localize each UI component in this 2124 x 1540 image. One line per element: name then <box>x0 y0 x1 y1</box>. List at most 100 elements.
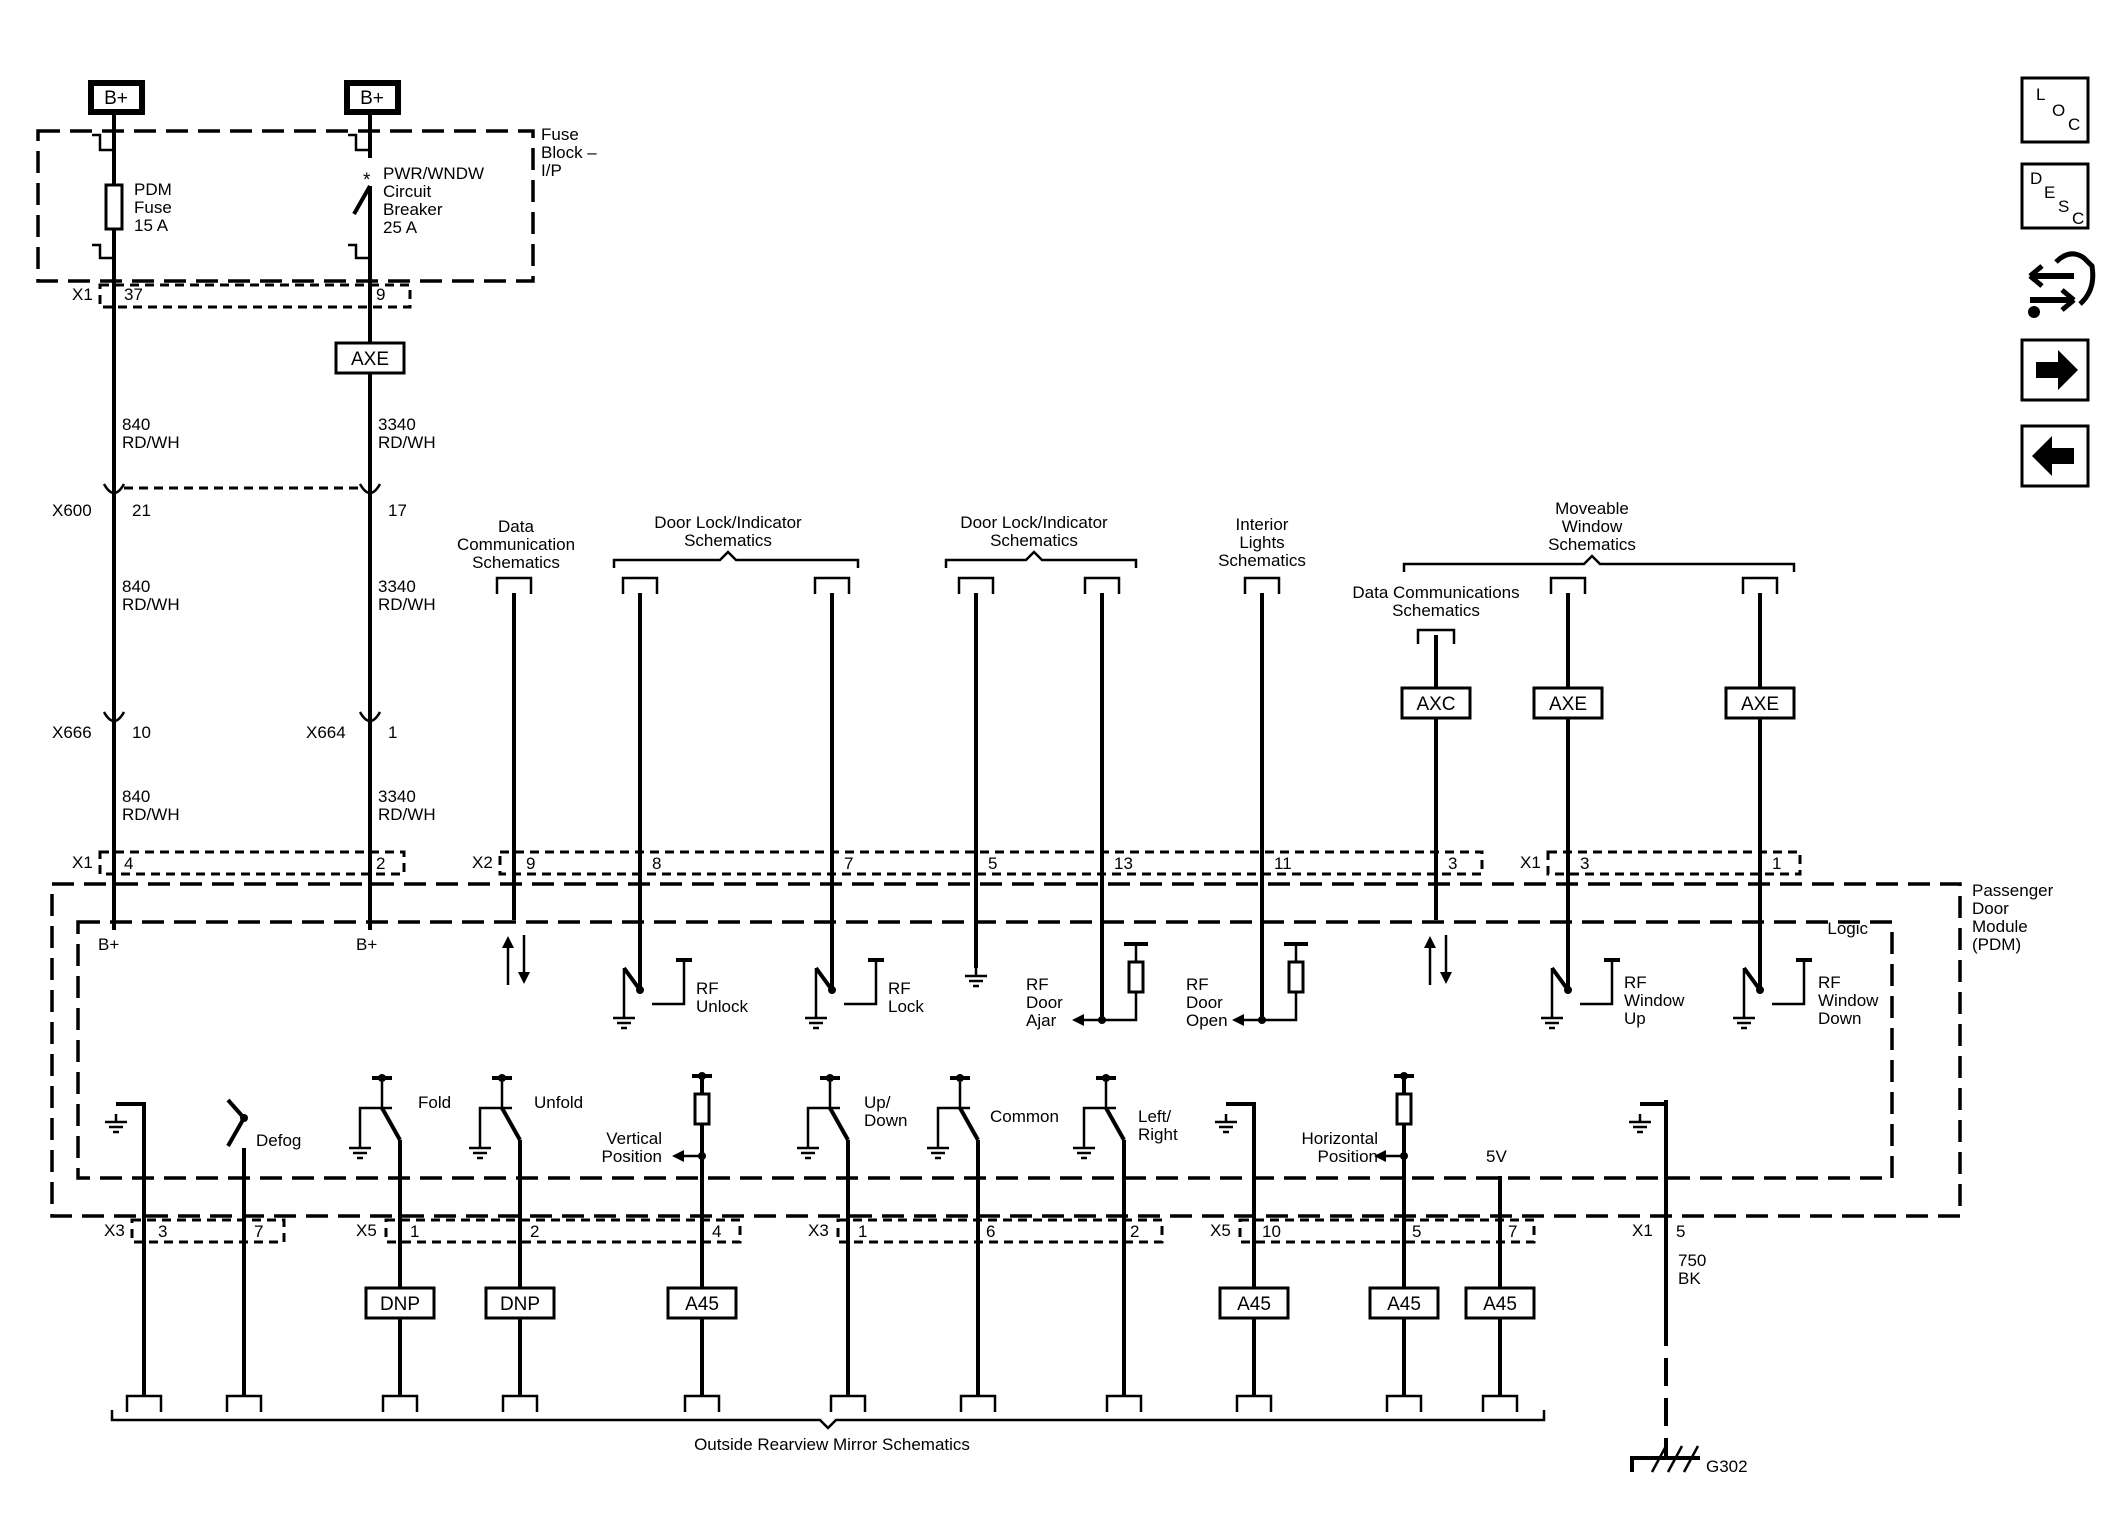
fold-label: Fold <box>418 1093 451 1112</box>
arrow-left-icon[interactable] <box>2020 424 2090 488</box>
heading-data-communications-2: Data Communications Schematics <box>1352 583 1519 620</box>
top-tab-0 <box>495 576 533 594</box>
svg-text:Module: Module <box>1972 917 2028 936</box>
up-down-label: Up/ Down <box>864 1093 907 1130</box>
svg-text:5: 5 <box>1676 1222 1685 1241</box>
svg-text:G302: G302 <box>1706 1457 1748 1476</box>
dnp-badge-text-1: DNP <box>500 1294 540 1315</box>
module-ground-2 <box>1215 1114 1237 1134</box>
ground-wire-x5-10 <box>1226 1102 1256 1396</box>
pdm-fuse <box>104 183 124 231</box>
svg-text:Unlock: Unlock <box>696 997 748 1016</box>
top-tab-2 <box>813 576 851 594</box>
svg-text:5: 5 <box>988 854 997 873</box>
svg-text:8: 8 <box>652 854 661 873</box>
svg-text:Door Lock/Indicator: Door Lock/Indicator <box>960 513 1108 532</box>
rf-window-down-switch <box>1742 966 1764 994</box>
common-ground <box>927 1140 949 1160</box>
horizontal-position-arrow <box>1374 1150 1386 1162</box>
horizontal-position-label: Horizontal Position <box>1301 1129 1378 1166</box>
svg-text:Data Communications: Data Communications <box>1352 583 1519 602</box>
svg-text:Left/: Left/ <box>1138 1107 1171 1126</box>
svg-text:21: 21 <box>132 501 151 520</box>
vertical-position-arrow <box>672 1150 684 1162</box>
5v-label: 5V <box>1486 1147 1507 1166</box>
top-tab-6 <box>1549 576 1587 594</box>
svg-text:3: 3 <box>1580 854 1589 873</box>
svg-text:3340: 3340 <box>378 577 416 596</box>
svg-text:B+: B+ <box>104 88 128 109</box>
svg-text:B+: B+ <box>356 935 377 954</box>
rf-lock-label: RF Lock <box>888 979 924 1016</box>
lower-wires <box>105 1072 1666 1396</box>
rf-unlock-label: RF Unlock <box>696 979 748 1016</box>
pdm-fuse-label: PDM Fuse 15 A <box>134 180 172 235</box>
loc-button[interactable]: L O C <box>2020 76 2090 144</box>
bottom-tab-7 <box>1105 1394 1143 1412</box>
a45-badge-2: A45 <box>666 1286 738 1320</box>
connector-tool-icon[interactable] <box>2028 251 2096 318</box>
arrow-right-icon[interactable] <box>2020 338 2090 402</box>
svg-text:Schematics: Schematics <box>1548 535 1636 554</box>
data-comm-arrows-2 <box>1424 935 1452 985</box>
svg-text:2: 2 <box>530 1222 539 1241</box>
axe-badge-window-up: AXE <box>1532 686 1604 720</box>
svg-text:L: L <box>2036 85 2045 104</box>
svg-text:2: 2 <box>376 854 385 873</box>
bplus-left: B+ <box>88 80 145 115</box>
breaker-label: PWR/WNDW Circuit Breaker 25 A <box>383 164 484 237</box>
svg-text:1: 1 <box>410 1222 419 1241</box>
dnp-badge-text-0: DNP <box>380 1294 420 1315</box>
circuit-breaker <box>352 185 372 215</box>
svg-text:Schematics: Schematics <box>1392 601 1480 620</box>
svg-text:Up/: Up/ <box>864 1093 891 1112</box>
svg-text:Down: Down <box>864 1111 907 1130</box>
svg-text:B+: B+ <box>98 935 119 954</box>
svg-text:25 A: 25 A <box>383 218 418 237</box>
mirror-schematics-label: Outside Rearview Mirror Schematics <box>694 1435 970 1454</box>
bottom-tab-10 <box>1481 1394 1519 1412</box>
svg-text:*: * <box>363 170 371 191</box>
svg-text:X664: X664 <box>306 723 346 742</box>
top-tab-1 <box>621 576 659 594</box>
top-tab-3 <box>957 576 995 594</box>
svg-text:Breaker: Breaker <box>383 200 443 219</box>
svg-text:AXE: AXE <box>1549 694 1587 715</box>
svg-text:Lock: Lock <box>888 997 924 1016</box>
svg-text:AXC: AXC <box>1416 694 1455 715</box>
svg-text:4: 4 <box>124 854 133 873</box>
rf-lock-switch-ground <box>805 1010 827 1030</box>
defog-label: Defog <box>256 1131 301 1150</box>
svg-text:C: C <box>2068 115 2080 134</box>
svg-text:Right: Right <box>1138 1125 1178 1144</box>
svg-text:Horizontal: Horizontal <box>1301 1129 1378 1148</box>
svg-text:9: 9 <box>526 854 535 873</box>
svg-text:3340: 3340 <box>378 415 416 434</box>
mirror-bracket <box>110 1410 1546 1430</box>
bottom-tab-3 <box>501 1394 539 1412</box>
svg-text:7: 7 <box>1508 1222 1517 1241</box>
svg-text:RD/WH: RD/WH <box>122 595 180 614</box>
a45-badge-text-5: A45 <box>1483 1294 1517 1315</box>
svg-text:10: 10 <box>132 723 151 742</box>
svg-text:Communication: Communication <box>457 535 575 554</box>
svg-text:1: 1 <box>1772 854 1781 873</box>
data-comm-arrows-1 <box>502 935 530 985</box>
svg-text:RD/WH: RD/WH <box>122 433 180 452</box>
svg-text:Window: Window <box>1624 991 1685 1010</box>
svg-text:O: O <box>2052 101 2065 120</box>
top-tab-4 <box>1083 576 1121 594</box>
a45-badge-3: A45 <box>1218 1286 1290 1320</box>
left-right-label: Left/ Right <box>1138 1107 1178 1144</box>
rf-door-ajar-label: RF Door Ajar <box>1026 975 1063 1030</box>
rf-unlock-switch-ground <box>613 1010 635 1030</box>
module-ground-3 <box>1629 1114 1651 1134</box>
svg-text:Schematics: Schematics <box>1218 551 1306 570</box>
logic-block-border <box>76 920 1894 1180</box>
svg-text:B+: B+ <box>360 88 384 109</box>
a45-badge-text-2: A45 <box>685 1294 719 1315</box>
bottom-tab-5 <box>829 1394 867 1412</box>
svg-text:Window: Window <box>1562 517 1623 536</box>
desc-button[interactable]: D E S C <box>2020 162 2090 230</box>
